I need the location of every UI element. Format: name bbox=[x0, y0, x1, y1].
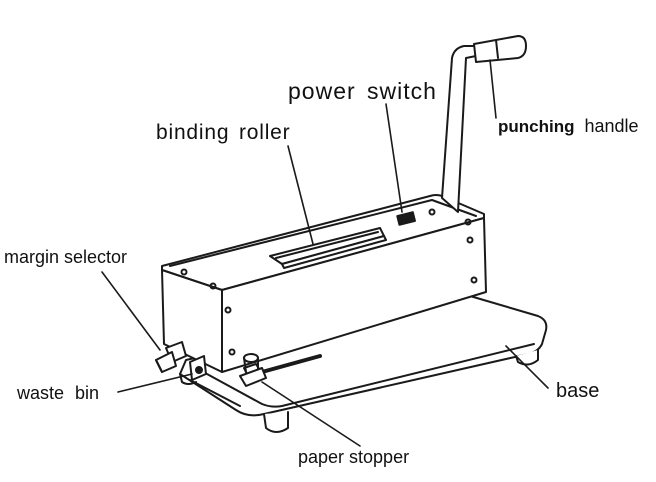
power-switch-label: power switch bbox=[288, 78, 437, 104]
punching-word: punching bbox=[498, 117, 575, 136]
power-switch-part bbox=[396, 211, 416, 226]
binding-roller-label: binding roller bbox=[156, 121, 291, 144]
margin-selector-part bbox=[155, 341, 187, 373]
base-plate bbox=[179, 295, 548, 433]
waste-bin-label: waste bin bbox=[17, 383, 100, 403]
paper-stopper-label: paper stopper bbox=[298, 447, 410, 467]
handle-word: handle bbox=[584, 116, 639, 136]
base-label: base bbox=[556, 380, 600, 402]
stopper-guide-slot bbox=[260, 354, 322, 374]
punching-handle-part bbox=[441, 35, 527, 213]
punching-handle-label: punching handle bbox=[498, 117, 639, 135]
binding-roller bbox=[269, 227, 387, 269]
margin-selector-label: margin selector bbox=[4, 247, 128, 267]
leader-lines bbox=[101, 59, 549, 447]
paper-stopper-part bbox=[239, 353, 267, 387]
